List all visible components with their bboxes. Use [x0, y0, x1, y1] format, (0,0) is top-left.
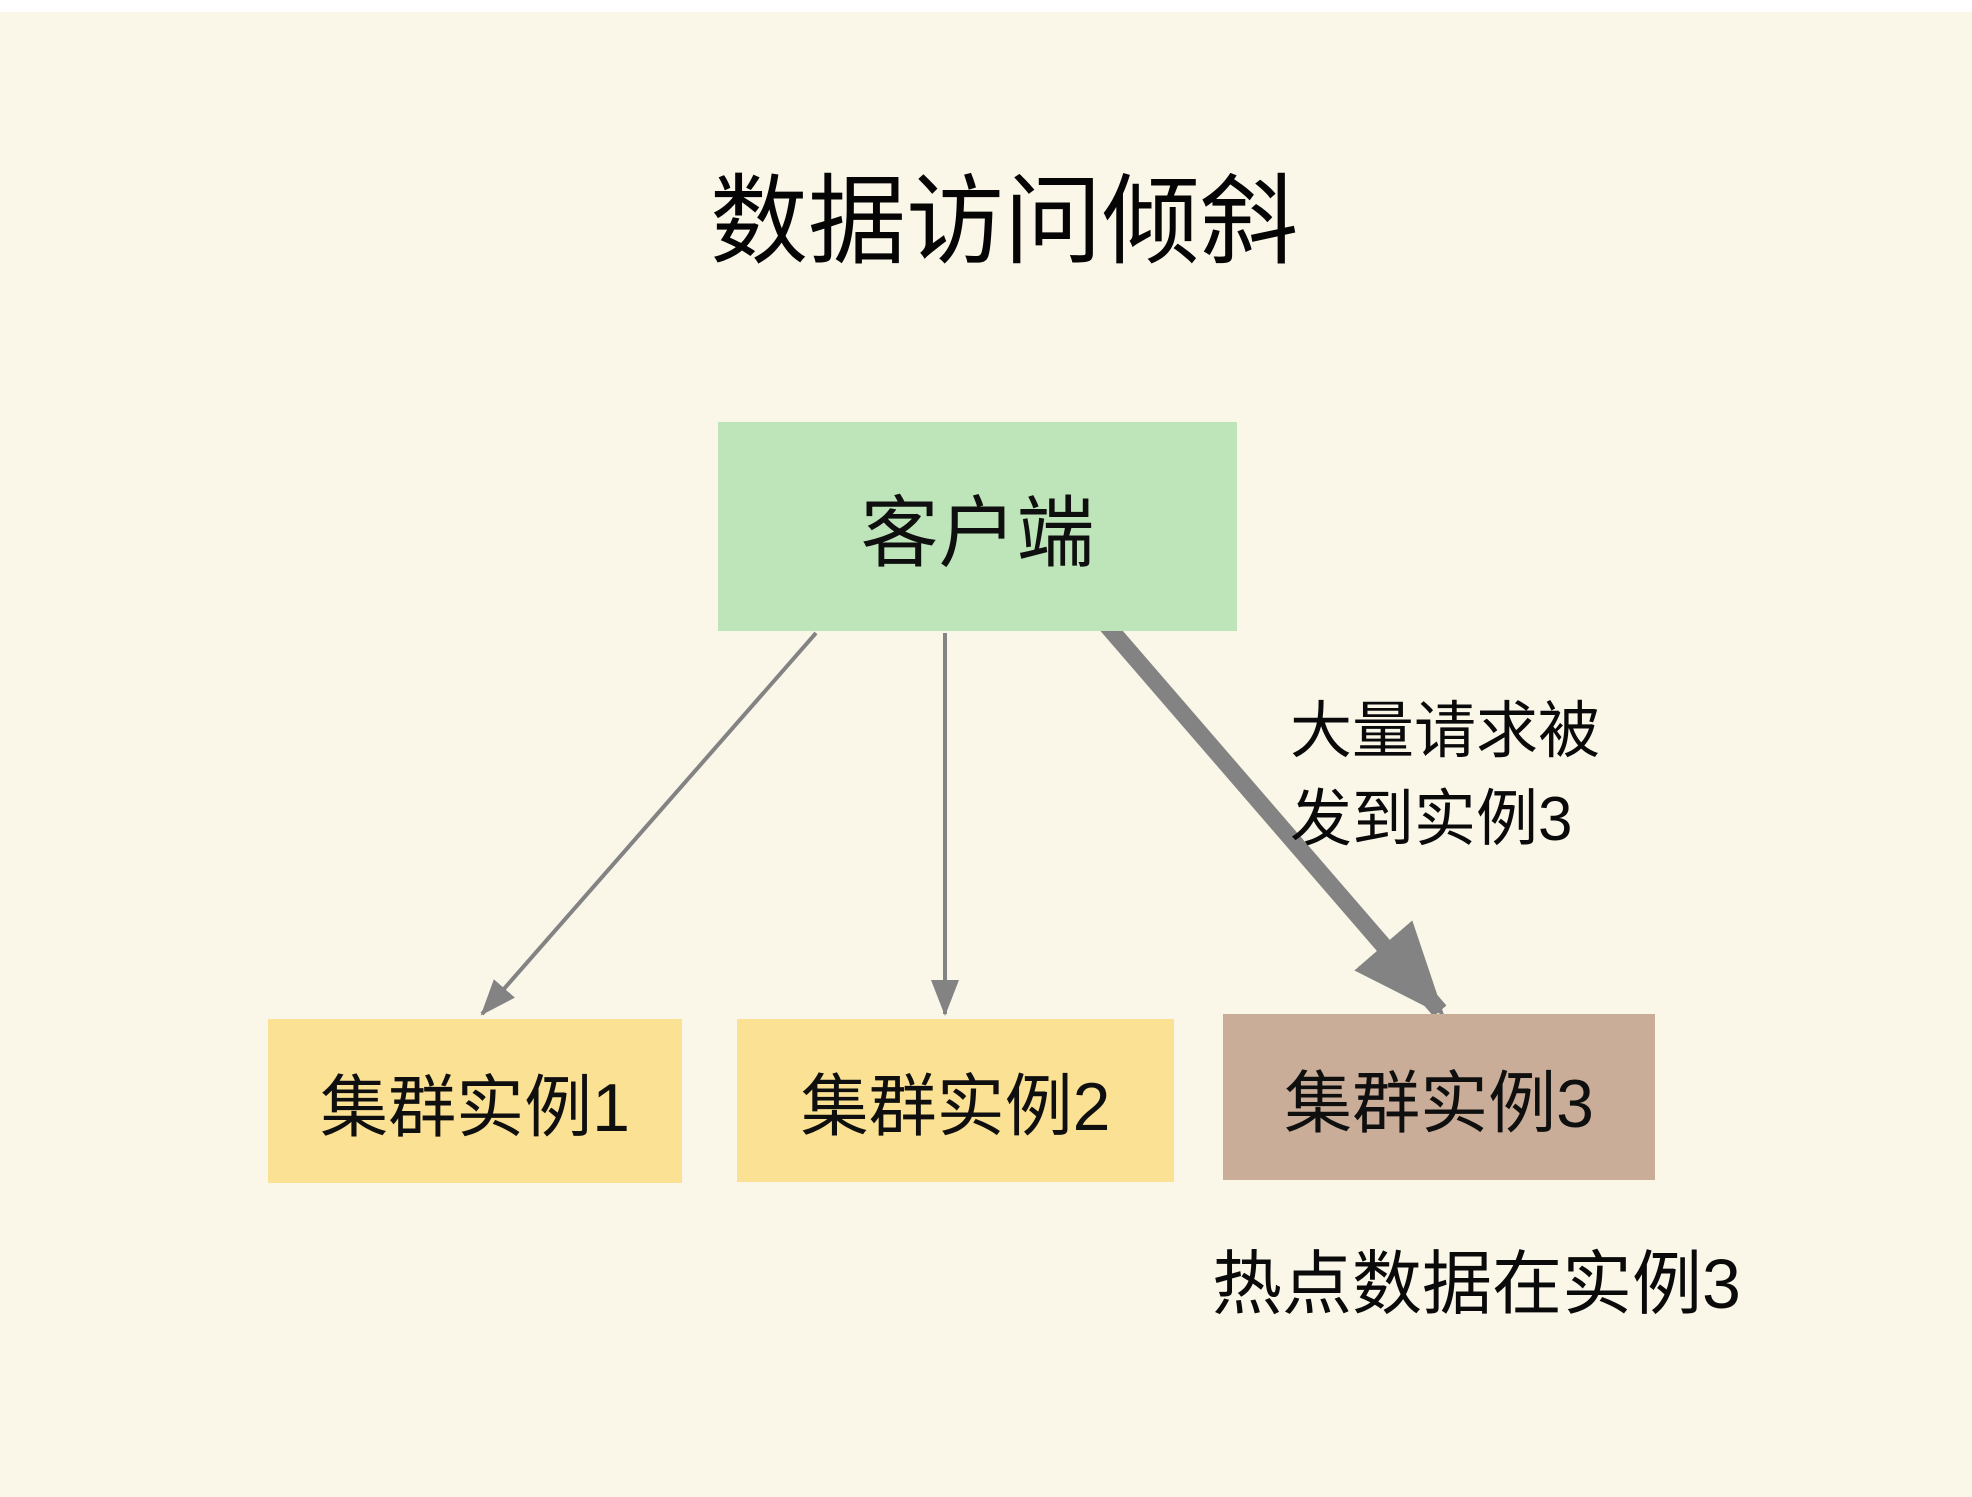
thick-arrow-note-line2: 发到实例3 — [1290, 785, 1573, 854]
top-strip — [0, 0, 1972, 12]
thick-arrow-note: 大量请求被 发到实例3 — [1290, 688, 1600, 864]
instance3-box-label: 集群实例3 — [1284, 1065, 1594, 1142]
bottom-note: 热点数据在实例3 — [1212, 1245, 1741, 1323]
page-title: 数据访问倾斜 — [710, 166, 1299, 276]
instance2-box: 集群实例2 — [737, 1019, 1174, 1182]
instance2-box-label: 集群实例2 — [800, 1069, 1111, 1145]
client-box: 客户端 — [718, 422, 1237, 631]
instance1-box-label: 集群实例1 — [320, 1069, 630, 1146]
client-box-label: 客户端 — [860, 488, 1095, 577]
arrow-client-to-instance1-icon — [480, 631, 818, 1016]
instance3-box: 集群实例3 — [1223, 1014, 1655, 1180]
instance1-box: 集群实例1 — [268, 1019, 682, 1183]
thick-arrow-client-to-instance3-icon — [1090, 608, 1447, 1017]
thick-arrow-note-line1: 大量请求被 — [1290, 697, 1601, 766]
